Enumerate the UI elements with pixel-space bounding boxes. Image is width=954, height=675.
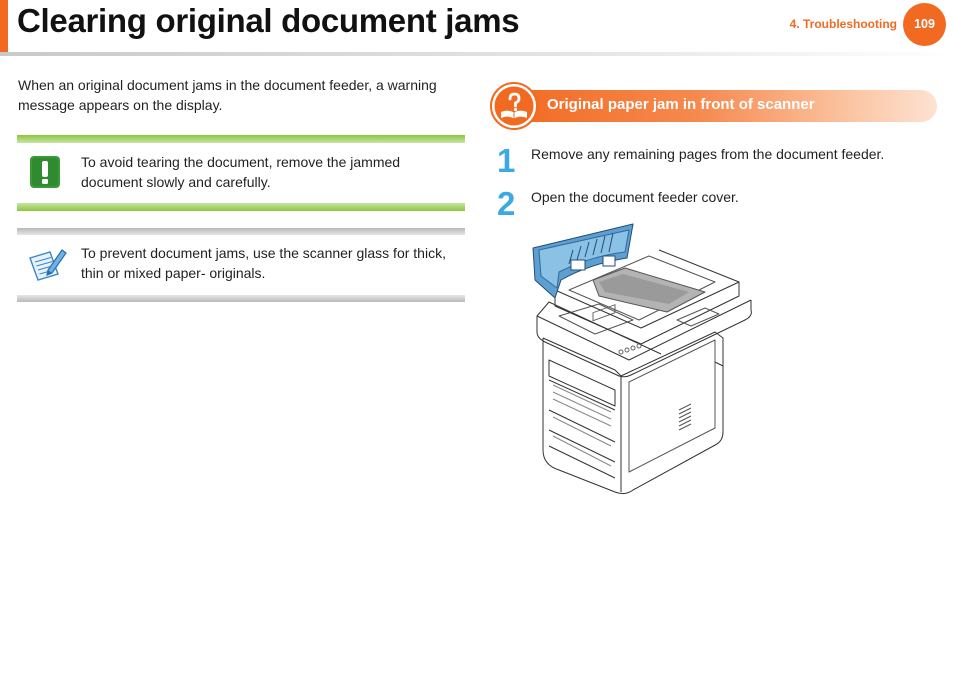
step-1-text: Remove any remaining pages from the docu… <box>531 146 885 162</box>
note-box-top-bar <box>17 228 465 235</box>
exclamation-icon <box>30 156 60 188</box>
step-1-number: 1 <box>497 142 516 179</box>
note-text: To prevent document jams, use the scanne… <box>81 245 446 281</box>
section-heading-bar <box>508 90 937 122</box>
title-accent-bar <box>0 0 8 52</box>
printer-illustration <box>532 223 752 495</box>
chapter-link[interactable]: 4. Troubleshooting <box>789 17 897 31</box>
warning-box-top-bar <box>17 135 465 143</box>
warning-text: To avoid tearing the document, remove th… <box>81 154 401 190</box>
note-pencil-icon <box>29 249 67 281</box>
step-2-text: Open the document feeder cover. <box>531 189 739 205</box>
help-book-icon <box>490 82 538 130</box>
title-divider <box>0 52 954 56</box>
warning-box: To avoid tearing the document, remove th… <box>17 135 465 211</box>
step-2-number: 2 <box>497 185 516 222</box>
page-number-badge: 109 <box>903 3 946 46</box>
section-title: Original paper jam in front of scanner <box>547 96 815 113</box>
section-heading: Original paper jam in front of scanner <box>490 82 937 130</box>
note-box: To prevent document jams, use the scanne… <box>17 228 465 302</box>
page-title: Clearing original document jams <box>17 2 520 39</box>
note-box-bottom-bar <box>17 295 465 302</box>
warning-box-bottom-bar <box>17 203 465 211</box>
intro-paragraph: When an original document jams in the do… <box>18 77 437 113</box>
